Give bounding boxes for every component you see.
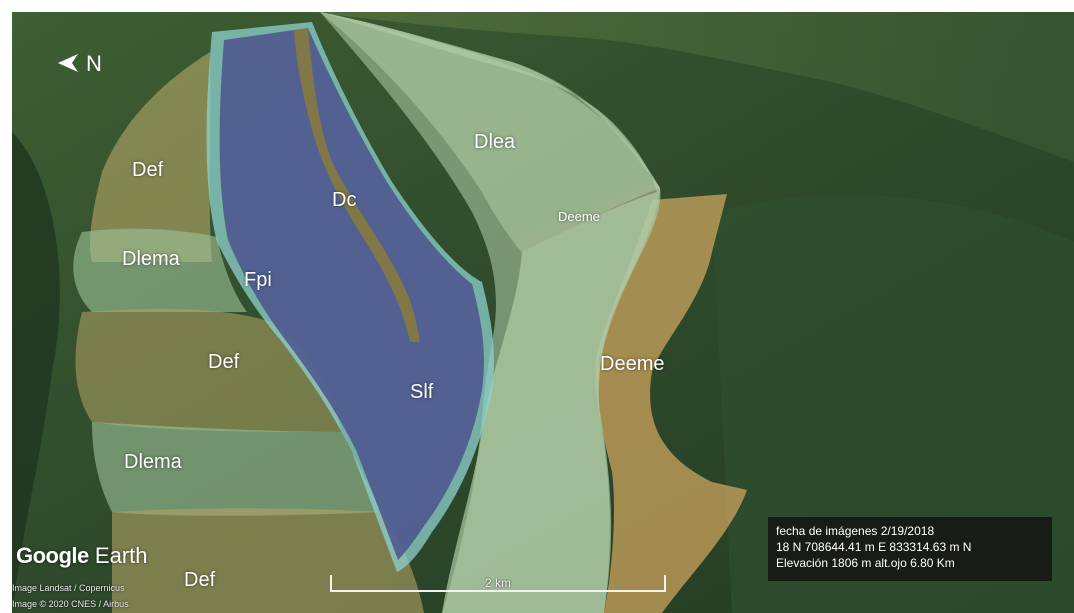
north-arrow-label: N [86,51,102,76]
label-fpi: Fpi [244,269,272,291]
label-dlema-south: Dlema [124,451,182,473]
imagery-credit-landsat: Image Landsat / Copernicus [12,583,125,593]
north-arrow-icon[interactable]: N [56,48,116,78]
cursor-coordinates: 18 N 708644.41 m E 833314.63 m N [776,540,972,554]
imagery-credit-cnes: Image © 2020 CNES / Airbus [12,599,129,609]
label-deeme-large: Deeme [600,353,665,375]
unit-deeme-large-area [595,194,747,613]
google-earth-logo-brand: Google [16,543,89,568]
label-dlema-north: Dlema [122,248,180,270]
label-deeme-small: Deeme [558,209,600,224]
unit-def-south-area [112,508,424,613]
scale-bar-label: 2 km [484,576,511,590]
terrain-ridge-west [12,132,60,613]
label-dlea: Dlea [474,131,516,153]
google-earth-logo: Google Earth [16,543,148,569]
map-viewport[interactable]: N Def Dlema Fpi Def Dlema Def Dc Slf Dle… [12,12,1074,613]
unit-dlema-north-area [73,228,247,312]
label-dc: Dc [332,189,357,211]
unit-dc-area [294,28,420,342]
unit-dlea-area-core [320,12,660,613]
label-def-south: Def [184,569,216,591]
terrain-ridge-north [312,12,1074,162]
unit-def-mid-area [75,309,342,432]
label-slf: Slf [410,381,434,403]
label-def-mid: Def [208,351,240,373]
geologic-map-terrain [12,12,1074,613]
scale-bar-line [330,590,666,592]
terrain-ridge-east [712,195,1074,613]
scale-bar: 2 km [330,574,666,598]
scale-bar-tick-right [664,575,666,592]
imagery-info-box: fecha de imágenes 2/19/2018 18 N 708644.… [768,517,1052,581]
elevation-readout: Elevación 1806 m alt.ojo 6.80 Km [776,556,955,570]
scale-bar-tick-left [330,575,332,592]
unit-slf-area [219,28,484,560]
label-def-north: Def [132,159,164,181]
unit-def-west-area [90,52,212,262]
unit-dlema-south-area [92,422,382,516]
imagery-date: fecha de imágenes 2/19/2018 [776,524,935,538]
google-earth-logo-product: Earth [94,543,148,568]
